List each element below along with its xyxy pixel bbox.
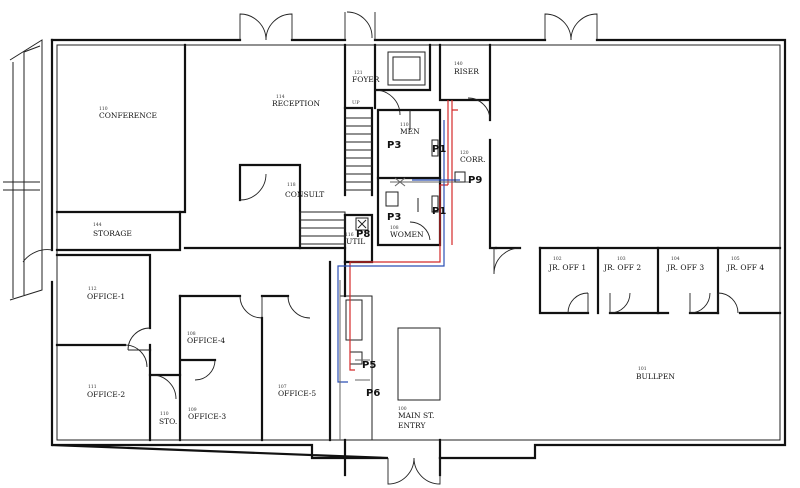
restroom-fixtures xyxy=(355,139,466,231)
svg-text:RISER: RISER xyxy=(454,67,479,76)
room-label-women: 108 WOMEN xyxy=(390,225,424,239)
room-label-consult: 118 CONSULT xyxy=(285,182,324,199)
svg-text:MEN: MEN xyxy=(400,127,420,136)
svg-text:104: 104 xyxy=(671,256,680,262)
svg-text:112: 112 xyxy=(88,286,97,292)
svg-text:107: 107 xyxy=(278,384,287,390)
point-marker-p3-upper: P3 xyxy=(387,140,401,151)
svg-text:144: 144 xyxy=(93,222,102,228)
exterior-ramp xyxy=(3,39,53,301)
svg-text:JR. OFF 4: JR. OFF 4 xyxy=(726,263,764,272)
exterior-doors xyxy=(239,11,598,485)
room-label-office2: 111 OFFICE-2 xyxy=(87,384,125,399)
exterior-walls xyxy=(50,38,787,477)
interior-walls xyxy=(55,43,782,460)
svg-text:CORR.: CORR. xyxy=(460,155,486,164)
room-label-office5: 107 OFFICE-5 xyxy=(278,384,316,398)
svg-text:108: 108 xyxy=(390,225,399,231)
svg-text:108: 108 xyxy=(187,331,196,337)
svg-text:RECEPTION: RECEPTION xyxy=(272,99,320,108)
svg-text:BULLPEN: BULLPEN xyxy=(636,372,675,381)
room-label-sto: 110 STO. xyxy=(159,411,177,426)
svg-text:OFFICE-2: OFFICE-2 xyxy=(87,390,125,399)
room-label-office1: 112 OFFICE-1 xyxy=(87,286,125,301)
room-label-men: 110 MEN xyxy=(400,122,420,136)
room-label-jroff1: 102 JR. OFF 1 xyxy=(548,256,586,272)
point-marker-p5: P5 xyxy=(362,360,376,371)
room-label-util: 116 UTIL xyxy=(345,232,365,246)
svg-text:FOYER: FOYER xyxy=(352,75,380,84)
point-marker-p1-lower: P1 xyxy=(432,206,446,217)
svg-text:110: 110 xyxy=(99,106,108,112)
room-label-main-entry: 100 MAIN ST. ENTRY xyxy=(398,406,434,430)
svg-text:JR. OFF 3: JR. OFF 3 xyxy=(666,263,704,272)
svg-text:UTIL: UTIL xyxy=(346,237,365,246)
svg-text:CONSULT: CONSULT xyxy=(285,190,324,199)
point-marker-p8: P8 xyxy=(356,229,370,240)
room-label-bullpen: 101 BULLPEN xyxy=(636,366,675,381)
room-label-conference: 110 CONFERENCE xyxy=(99,106,157,120)
svg-text:OFFICE-5: OFFICE-5 xyxy=(278,389,316,398)
room-label-jroff2: 103 JR. OFF 2 xyxy=(603,256,641,272)
svg-text:WOMEN: WOMEN xyxy=(390,230,424,239)
svg-text:120: 120 xyxy=(460,150,469,156)
svg-text:116: 116 xyxy=(345,232,354,238)
stair-up-label: UP xyxy=(352,100,360,106)
room-label-corr: 120 CORR. xyxy=(460,150,486,164)
room-label-foyer: 121 FOYER xyxy=(352,70,380,84)
room-label-office3: 109 OFFICE-3 xyxy=(188,407,226,421)
plumbing-lines xyxy=(337,100,470,440)
svg-text:110: 110 xyxy=(400,122,409,128)
svg-text:JR. OFF 1: JR. OFF 1 xyxy=(548,263,586,272)
svg-text:109: 109 xyxy=(188,407,197,413)
svg-text:100: 100 xyxy=(398,406,407,412)
point-marker-p1-upper: P1 xyxy=(432,144,446,155)
svg-text:STO.: STO. xyxy=(159,417,177,426)
room-label-riser: 140 RISER xyxy=(454,61,479,76)
room-label-storage: 144 STORAGE xyxy=(93,222,132,238)
point-marker-p3-lower: P3 xyxy=(387,212,401,223)
svg-text:111: 111 xyxy=(88,384,97,390)
svg-text:121: 121 xyxy=(354,70,363,76)
svg-text:OFFICE-1: OFFICE-1 xyxy=(87,292,125,301)
room-label-jroff3: 104 JR. OFF 3 xyxy=(666,256,704,272)
svg-text:118: 118 xyxy=(287,182,296,188)
svg-text:OFFICE-4: OFFICE-4 xyxy=(187,336,225,345)
svg-text:JR. OFF 2: JR. OFF 2 xyxy=(603,263,641,272)
svg-text:114: 114 xyxy=(276,94,285,100)
svg-text:105: 105 xyxy=(731,256,740,262)
svg-text:ENTRY: ENTRY xyxy=(398,421,426,430)
svg-text:STORAGE: STORAGE xyxy=(93,229,132,238)
point-marker-p6: P6 xyxy=(366,388,380,399)
point-marker-p9: P9 xyxy=(468,175,482,186)
svg-text:102: 102 xyxy=(553,256,562,262)
room-label-reception: 114 RECEPTION xyxy=(272,94,320,108)
svg-text:103: 103 xyxy=(617,256,626,262)
svg-text:MAIN ST.: MAIN ST. xyxy=(398,411,434,420)
svg-text:101: 101 xyxy=(638,366,647,372)
svg-text:OFFICE-3: OFFICE-3 xyxy=(188,412,226,421)
svg-text:CONFERENCE: CONFERENCE xyxy=(99,111,157,120)
room-label-office4: 108 OFFICE-4 xyxy=(187,331,225,345)
svg-text:110: 110 xyxy=(160,411,169,417)
room-label-jroff4: 105 JR. OFF 4 xyxy=(726,256,764,272)
svg-text:140: 140 xyxy=(454,61,463,67)
